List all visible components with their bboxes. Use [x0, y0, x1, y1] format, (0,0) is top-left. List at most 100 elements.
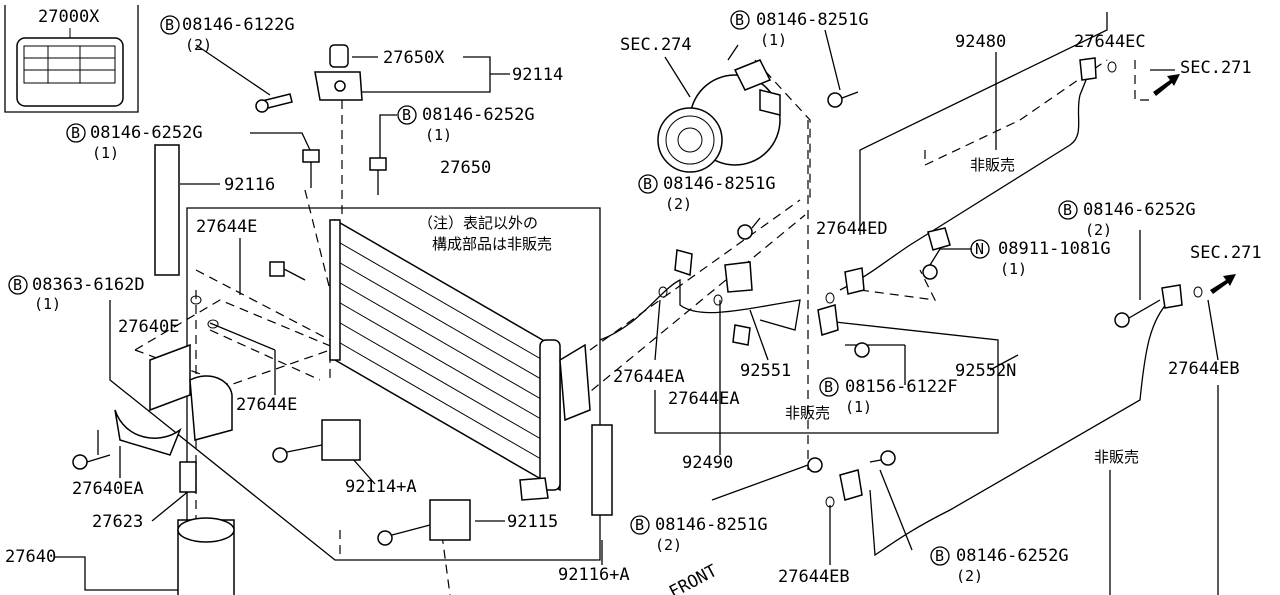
bracket-92114-top — [314, 44, 363, 101]
bolt-callout-4: B 08363-6162D (1) — [8, 275, 145, 313]
bolt-callout-6: B 08146-8251G (2) — [638, 174, 776, 213]
bolt-part-2 — [302, 149, 320, 188]
receiver-drier-27640 — [177, 461, 235, 595]
nut-prefix: N — [975, 240, 984, 258]
bracket-92116a — [591, 424, 613, 516]
bolt-number: 08146-6122G — [182, 15, 295, 35]
callout-27650x: 27650X — [383, 48, 445, 68]
bolt-part-1 — [255, 93, 293, 113]
callout-27000x: 27000X — [38, 7, 100, 27]
callout-27644ed: 27644ED — [816, 219, 888, 239]
callout-sec274: SEC.274 — [620, 35, 692, 55]
bolt-prefix: B — [635, 516, 644, 534]
note-line-2: 構成部品は非販売 — [432, 235, 552, 253]
bolt-number: 08146-8251G — [655, 515, 768, 535]
bolt-qty: (2) — [665, 195, 692, 213]
callout-27623: 27623 — [92, 512, 143, 532]
bolt-prefix: B — [165, 16, 174, 34]
callout-92114a: 92114+A — [345, 477, 417, 497]
pipe-92480 — [839, 57, 1097, 295]
bolt-qty: (2) — [1085, 221, 1112, 239]
bolt-part-3 — [369, 157, 387, 195]
bolt-qty: (1) — [845, 398, 872, 416]
pipe-right-lower — [839, 284, 1183, 557]
callout-27644ea-lower: 27644EA — [668, 389, 740, 409]
bolt-callout-9: B 08146-8251G (2) — [630, 515, 768, 554]
bolt-prefix: B — [643, 175, 652, 193]
pipe-92490 — [599, 249, 839, 346]
bolt-qty: (2) — [185, 36, 212, 54]
clamp-27640e — [114, 343, 233, 456]
callout-27644eb-right: 27644EB — [1168, 359, 1240, 379]
callout-92551: 92551 — [740, 361, 791, 381]
bolt-callout-5: B 08146-8251G (1) — [730, 10, 869, 49]
bolt-number: 08146-8251G — [756, 10, 869, 30]
bolt-callout-7: B 08146-6252G (2) — [1058, 200, 1196, 239]
bolt-number: 08146-6252G — [956, 546, 1069, 566]
bolt-qty: (1) — [760, 31, 787, 49]
callout-27644ea-upper: 27644EA — [613, 367, 685, 387]
nut-callout-1: N 08911-1081G (1) — [970, 239, 1111, 278]
callout-92552n: 92552N — [955, 361, 1016, 381]
callout-92490: 92490 — [682, 453, 733, 473]
bracket-92116 — [154, 144, 180, 276]
bolt-number: 08146-6252G — [422, 105, 535, 125]
callout-27640: 27640 — [5, 547, 56, 567]
callout-27640e: 27640E — [118, 317, 179, 337]
bolt-prefix: B — [71, 124, 80, 142]
bolt-prefix: B — [735, 11, 744, 29]
callout-27644ec: 27644EC — [1074, 32, 1146, 52]
bracket-92114a — [272, 419, 361, 463]
bolt-callout-10: B 08146-6252G (2) — [930, 546, 1069, 585]
bolt-callout-3: B 08146-6252G (1) — [397, 105, 535, 144]
not-for-sale-note-1: 非販売 — [970, 156, 1015, 174]
bracket-92115 — [377, 499, 471, 546]
bolt-qty: (1) — [92, 144, 119, 162]
callout-92480: 92480 — [955, 32, 1006, 52]
bolt-number: 08146-6252G — [1083, 200, 1196, 220]
callout-27644e-top: 27644E — [196, 217, 257, 237]
bolt-prefix: B — [1063, 201, 1072, 219]
callout-92116a: 92116+A — [558, 565, 630, 585]
arrow-icon — [1210, 274, 1236, 294]
bolt-prefix: B — [402, 106, 411, 124]
bolt-part-4 — [269, 261, 306, 281]
callout-sec271-top: SEC.271 — [1180, 58, 1252, 78]
bolt-number: 08156-6122F — [845, 377, 958, 397]
bolt-prefix: B — [13, 276, 22, 294]
bolt-number: 08146-6252G — [90, 123, 203, 143]
bolt-prefix: B — [935, 547, 944, 565]
callout-92114: 92114 — [512, 65, 563, 85]
front-indicator: FRONT — [666, 561, 721, 595]
compressor-sec274 — [657, 59, 781, 173]
condenser-27650 — [329, 218, 591, 501]
bolt-qty: (2) — [655, 536, 682, 554]
bolt-callout-2: B 08146-6252G (1) — [66, 123, 203, 162]
bolt-number: 08146-8251G — [663, 174, 776, 194]
bolt-part-right — [737, 91, 1161, 473]
nut-number: 08911-1081G — [998, 239, 1111, 259]
callout-27644e-bottom: 27644E — [236, 395, 297, 415]
callout-27650: 27650 — [440, 158, 491, 178]
label-27000x: 27000X — [4, 5, 139, 113]
not-for-sale-note-3: 非販売 — [1094, 448, 1139, 466]
bolt-part-5 — [72, 454, 111, 470]
callout-92115: 92115 — [507, 512, 558, 532]
callout-27640ea: 27640EA — [72, 479, 144, 499]
bolt-qty: (1) — [34, 295, 61, 313]
bolt-prefix: B — [824, 378, 833, 396]
callout-92116: 92116 — [224, 175, 275, 195]
bolt-callout-1: B 08146-6122G (2) — [160, 15, 295, 54]
assembly-dashed-lines — [134, 59, 1150, 595]
bolt-qty: (1) — [425, 126, 452, 144]
bolt-number: 08363-6162D — [32, 275, 145, 295]
bolt-qty: (2) — [956, 567, 983, 585]
bolt-callout-8: B 08156-6122F (1) — [819, 377, 958, 416]
nut-qty: (1) — [1000, 260, 1027, 278]
o-rings — [190, 61, 1203, 508]
arrow-icon — [1153, 74, 1180, 96]
condenser-fins — [334, 239, 561, 471]
callout-27644eb-bottom: 27644EB — [778, 567, 850, 587]
callout-sec271-right: SEC.271 — [1190, 243, 1262, 263]
